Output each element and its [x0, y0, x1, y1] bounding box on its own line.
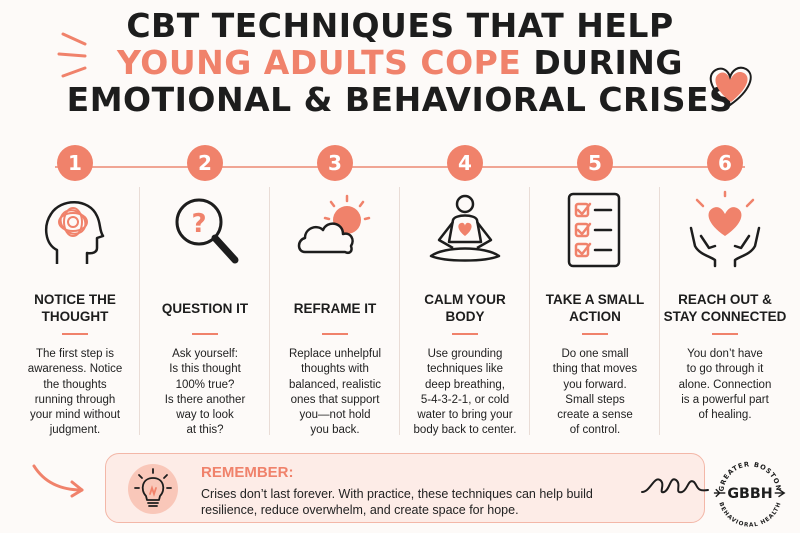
bulb-badge	[128, 464, 178, 514]
step-description: You don’t have to go through it alone. C…	[678, 348, 772, 422]
title-line-1: CBT TECHNIQUES THAT HELP	[126, 6, 674, 45]
meditation-icon	[429, 194, 501, 262]
remember-heading: REMEMBER:	[201, 464, 294, 481]
step-2: 2 ? QUESTION IT Ask yourself: Is this th…	[140, 145, 270, 445]
steps-connector	[55, 166, 745, 168]
step-number: 1	[57, 145, 93, 181]
column-divider	[529, 187, 530, 435]
checklist-icon	[567, 192, 621, 268]
step-3: 3 REFRAME IT Replace unhelpful thoughts …	[270, 145, 400, 445]
sun-cloud-icon	[297, 194, 371, 254]
step-number: 2	[187, 145, 223, 181]
curved-arrow-icon	[32, 464, 84, 498]
column-divider	[139, 187, 140, 435]
column-divider	[269, 187, 270, 435]
title-accent: YOUNG ADULTS COPE	[117, 42, 522, 82]
step-number: 3	[317, 145, 353, 181]
divider	[192, 333, 218, 335]
step-description: Ask yourself: Is this thought 100% true?…	[164, 348, 246, 437]
steps-row: 1 NOTICE THE THOUGHT The first step is a…	[10, 145, 790, 445]
step-description: Replace unhelpful thoughts with balanced…	[288, 348, 382, 437]
step-title: TAKE A SMALL ACTION	[545, 292, 645, 324]
step-description: Do one small thing that moves you forwar…	[552, 348, 638, 437]
column-divider	[659, 187, 660, 435]
magnifier-question-icon: ?	[175, 198, 239, 264]
divider	[712, 333, 738, 335]
remember-text: Crises don’t last forever. With practice…	[201, 487, 593, 518]
svg-text:?: ?	[191, 209, 206, 239]
squiggle-doodle-icon	[641, 478, 709, 494]
svg-text:BEHAVIORAL HEALTH: BEHAVIORAL HEALTH	[717, 502, 782, 529]
divider	[322, 333, 348, 335]
divider	[62, 333, 88, 335]
heart-doodle-icon	[709, 66, 752, 107]
divider	[452, 333, 478, 335]
title-line-2: YOUNG ADULTS COPE DURING	[0, 42, 800, 82]
step-description: The first step is awareness. Notice the …	[27, 348, 123, 437]
step-title: QUESTION IT	[161, 300, 249, 316]
head-thought-icon	[44, 201, 105, 264]
gbbh-logo: GREATER BOSTON BEHAVIORAL HEALTH GBBH	[713, 460, 786, 529]
title-line-2-rest: DURING	[521, 42, 683, 82]
step-6: 6 REACH OUT & STAY CONNECTED You don’t h…	[660, 145, 790, 445]
step-5: 5 TAKE A SMALL ACTION Do one small thing…	[530, 145, 660, 445]
sparkle-lines-icon	[57, 32, 87, 78]
step-title: CALM YOUR BODY	[424, 292, 506, 324]
step-4: 4 CALM YOUR BODY Use grounding technique…	[400, 145, 530, 445]
step-title: REACH OUT & STAY CONNECTED	[663, 292, 787, 324]
step-title: NOTICE THE THOUGHT	[34, 292, 116, 324]
column-divider	[399, 187, 400, 435]
step-number: 6	[707, 145, 743, 181]
step-1: 1 NOTICE THE THOUGHT The first step is a…	[10, 145, 140, 445]
step-number: 5	[577, 145, 613, 181]
divider	[582, 333, 608, 335]
step-title: REFRAME IT	[293, 300, 377, 316]
logo-ring-bottom: BEHAVIORAL HEALTH	[717, 502, 782, 529]
step-number: 4	[447, 145, 483, 181]
title-line-3: EMOTIONAL & BEHAVIORAL CRISES	[66, 79, 734, 119]
lightbulb-icon	[134, 468, 172, 507]
remember-panel: REMEMBER: Crises don’t last forever. Wit…	[105, 453, 705, 523]
hands-heart-icon	[689, 190, 761, 268]
logo-letters: GBBH	[727, 486, 772, 502]
page-title: CBT TECHNIQUES THAT HELP YOUNG ADULTS CO…	[0, 6, 800, 119]
step-description: Use grounding techniques like deep breat…	[413, 348, 517, 437]
